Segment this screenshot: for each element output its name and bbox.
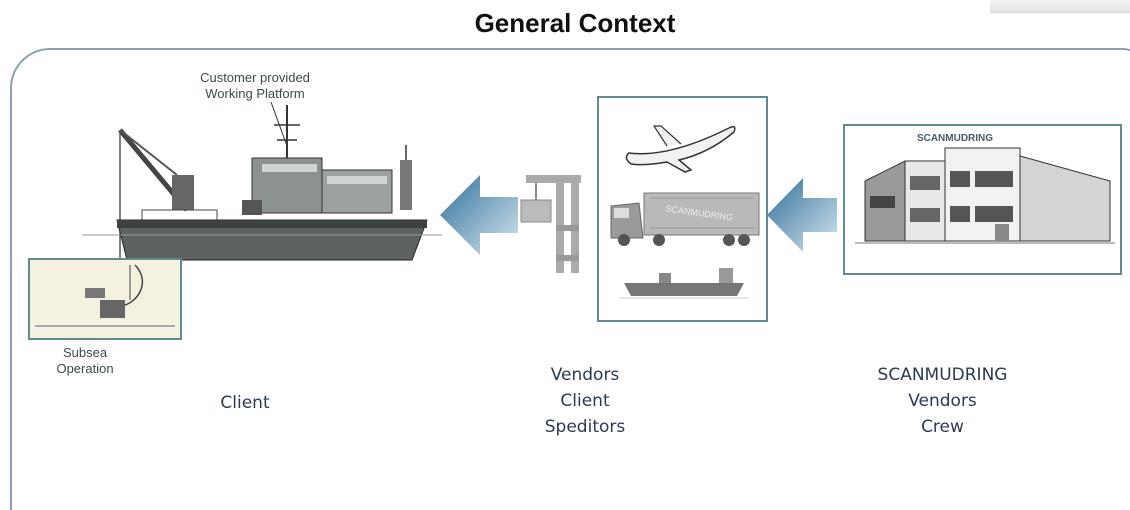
subsea-annotation: Subsea Operation <box>45 345 125 377</box>
building-icon <box>855 147 1115 244</box>
label-vendors-line3: Speditors <box>544 417 626 437</box>
platform-annotation-line1: Customer provided <box>200 70 310 85</box>
label-client: Client <box>195 390 295 416</box>
platform-annotation-line2: Working Platform <box>205 86 305 101</box>
label-vendors-line1: Vendors <box>550 365 620 385</box>
truck-icon <box>610 192 760 246</box>
corner-tab <box>990 0 1130 13</box>
label-vendors-line2: Client <box>560 391 610 411</box>
annotation-pointer <box>270 101 288 147</box>
label-scanmudring-line3: Crew <box>921 417 964 437</box>
building-sign: SCANMUDRING <box>916 133 994 144</box>
label-client-line1: Client <box>220 393 270 413</box>
label-scanmudring-line2: Vendors <box>908 391 977 411</box>
vessel-icon <box>82 105 442 261</box>
cargo-ship-icon <box>619 268 749 299</box>
crane-hook-icon <box>520 175 581 273</box>
label-vendors-group: Vendors Client Speditors <box>520 362 650 440</box>
content-frame <box>10 48 1130 510</box>
arrow-left-icon <box>767 178 837 252</box>
label-scanmudring-line1: SCANMUDRING <box>877 365 1008 385</box>
building-panel <box>843 124 1122 275</box>
airplane-icon <box>625 125 736 173</box>
subsea-annotation-line1: Subsea <box>62 345 108 360</box>
subsea-crane-icon <box>30 260 180 338</box>
page-title: General Context <box>474 8 676 38</box>
transport-illustration: SCANMUDRING <box>610 125 760 299</box>
arrow-left-icon <box>440 175 518 255</box>
transport-panel: SCANMUDRING <box>597 96 768 322</box>
label-scanmudring-group: SCANMUDRING Vendors Crew <box>870 362 1015 440</box>
subsea-panel <box>28 258 182 340</box>
platform-annotation: Customer provided Working Platform <box>180 70 330 102</box>
subsea-annotation-line2: Operation <box>56 361 114 376</box>
